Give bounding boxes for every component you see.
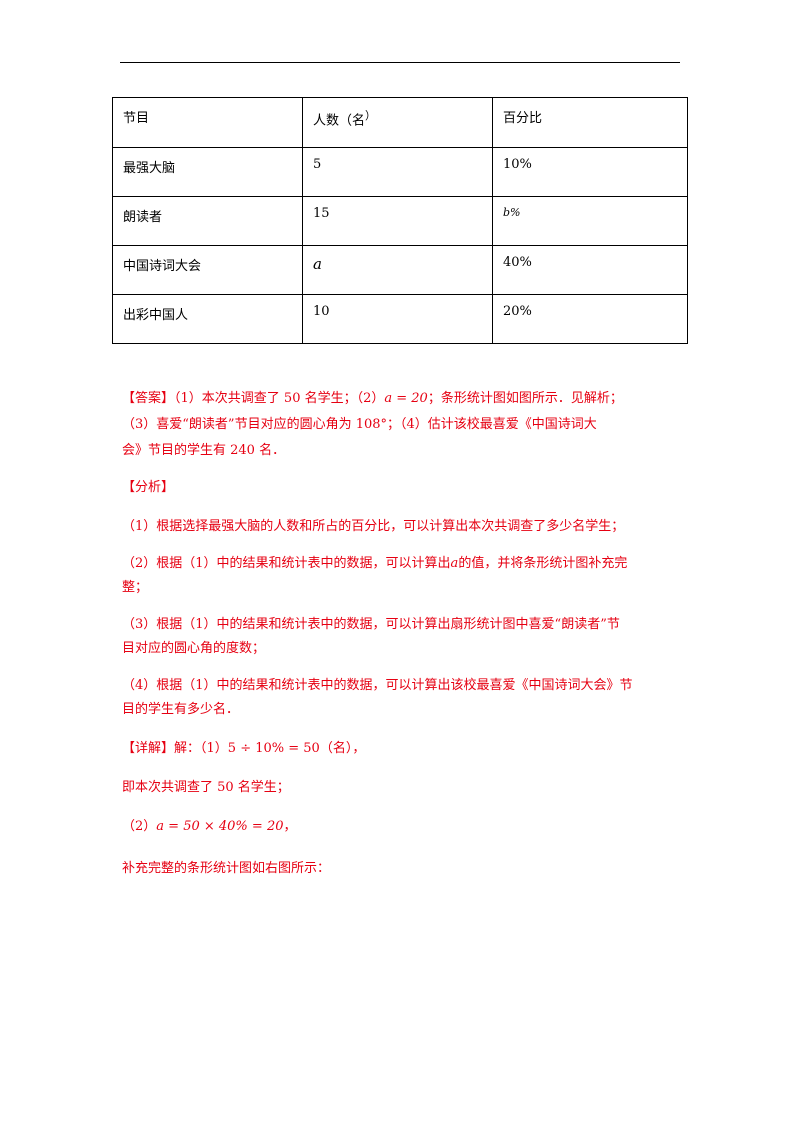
header-cell-count: 人数（名） [302, 97, 493, 148]
table-cell: 15 [302, 196, 493, 246]
table-cell: 20% [492, 294, 688, 344]
analysis-p4-cont: 目的学生有多少名． [122, 702, 240, 717]
table-cell: 中国诗词大会 [112, 245, 303, 295]
detail-line-3: （2）a = 50 × 40% = 20， [122, 819, 297, 834]
table-cell: 40% [492, 245, 688, 295]
table-cell: b% [492, 196, 688, 246]
table-cell: 10 [302, 294, 493, 344]
header-rule [120, 62, 680, 63]
header-cell-program: 节目 [112, 97, 303, 148]
table-header-row: 节目 人数（名） 百分比 [112, 97, 688, 148]
table-row: 朗读者 15 b% [112, 196, 688, 246]
table-row: 出彩中国人 10 20% [112, 294, 688, 344]
table-cell: 5 [302, 147, 493, 197]
table-cell: 出彩中国人 [112, 294, 303, 344]
detail-label: 【详解】 [122, 741, 175, 756]
detail-line-1: 【详解】解：（1）5 ÷ 10% = 50（名）， [122, 741, 366, 756]
answer-line-1: 【答案】（1）本次共调查了 50 名学生；（2）a = 20；条形统计图如图所示… [122, 391, 623, 406]
table-cell: 最强大脑 [112, 147, 303, 197]
survey-table: 节目 人数（名） 百分比 最强大脑 5 10% 朗读者 15 b% 中国诗词大会… [112, 97, 688, 344]
answer-line-3: 会》节目的学生有 240 名． [122, 443, 286, 458]
analysis-p2: （2）根据（1）中的结果和统计表中的数据，可以计算出a的值，并将条形统计图补充完 [122, 556, 628, 571]
detail-line-4: 补充完整的条形统计图如右图所示： [122, 861, 331, 876]
analysis-p4: （4）根据（1）中的结果和统计表中的数据，可以计算出该校最喜爱《中国诗词大会》节 [122, 678, 633, 693]
answer-label: 【答案】 [122, 391, 175, 406]
analysis-p3: （3）根据（1）中的结果和统计表中的数据，可以计算出扇形统计图中喜爱“朗读者”节 [122, 617, 620, 632]
table-row: 最强大脑 5 10% [112, 147, 688, 197]
table-row: 中国诗词大会 a 40% [112, 245, 688, 295]
answer-line-2: （3）喜爱“朗读者”节目对应的圆心角为 108°；（4）估计该校最喜爱《中国诗词… [122, 417, 597, 432]
analysis-p3-cont: 目对应的圆心角的度数； [122, 641, 266, 656]
table-cell: 10% [492, 147, 688, 197]
table-cell: a [302, 245, 493, 295]
header-cell-percent: 百分比 [492, 97, 688, 148]
analysis-p1: （1）根据选择最强大脑的人数和所占的百分比，可以计算出本次共调查了多少名学生； [122, 519, 625, 534]
analysis-label: 【分析】 [122, 480, 175, 495]
table-cell: 朗读者 [112, 196, 303, 246]
detail-line-2: 即本次共调查了 50 名学生； [122, 780, 290, 795]
analysis-p2-cont: 整； [122, 580, 149, 595]
